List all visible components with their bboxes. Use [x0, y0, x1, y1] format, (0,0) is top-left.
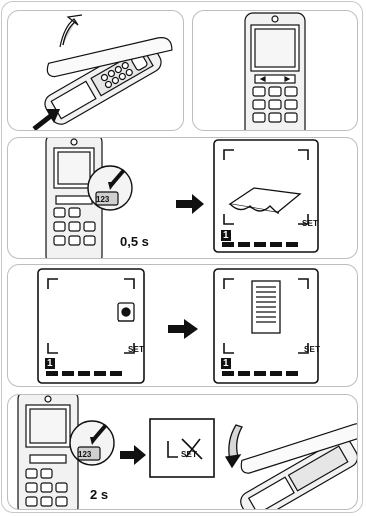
panel-scene-select: SET 1 SET 1 [7, 264, 358, 387]
open-cover-arrow [63, 21, 76, 45]
result-set-label: SET [181, 450, 197, 459]
step-arrow [120, 445, 146, 465]
panel-press-short: 123 0,5 s SET 1 [7, 137, 358, 259]
panel-open-cover [7, 10, 184, 131]
scene-select-illustration [8, 265, 358, 387]
press-short-illustration [8, 138, 358, 259]
camera-scene-icon [118, 303, 134, 321]
step-arrow [168, 319, 198, 339]
right-set-label: SET [304, 345, 320, 354]
close-cover-arrow [226, 425, 242, 467]
key-123-label: 123 [96, 195, 109, 204]
left-set-label: SET [128, 345, 144, 354]
panel-phone-open [192, 10, 358, 131]
step-arrow [176, 194, 204, 214]
right-indicator: 1 [221, 358, 231, 369]
panel-press-long: 123 2 s SET [7, 394, 358, 510]
phone-open-illustration [193, 11, 358, 131]
screen-set-label: SET [302, 219, 318, 228]
screen-indicator: 1 [221, 230, 231, 241]
duration-label: 0,5 s [120, 234, 149, 249]
document-icon [252, 281, 280, 333]
open-cover-illustration [8, 11, 184, 131]
left-indicator: 1 [45, 358, 55, 369]
key-123-label: 123 [78, 450, 91, 459]
duration-label: 2 s [90, 487, 108, 502]
